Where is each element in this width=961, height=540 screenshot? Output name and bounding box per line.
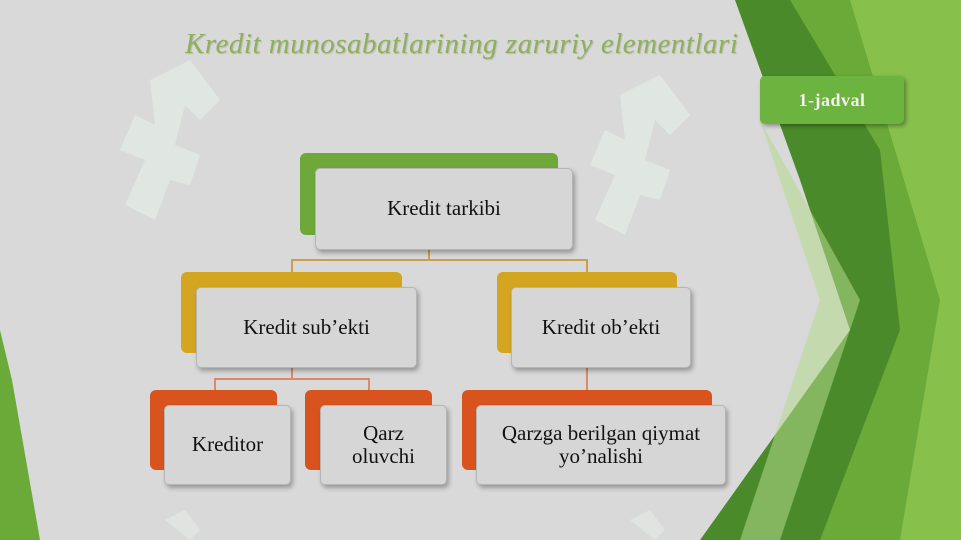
watermark-right [590,75,690,235]
watermark-left [120,60,220,220]
left-node: Kredit sub’ekti [196,287,417,368]
leaf-right: Qarzga berilgan qiymat yo’nalishi [476,405,726,485]
root-node: Kredit tarkibi [315,168,573,250]
connector-left-down [291,367,293,379]
leaf-left-2: Qarz oluvchi [320,405,447,485]
connector-right-down [586,367,588,391]
bg-decoration-left [0,330,40,540]
table-badge-label: 1-jadval [798,89,866,110]
connector-root-down [428,249,430,260]
bg-decoration-right-light [850,0,961,540]
slide-title: Kredit munosabatlarining zaruriy element… [185,28,739,60]
table-badge: 1-jadval [760,76,904,124]
bg-decoration-right-pale [740,120,860,540]
leaf-left-1: Kreditor [164,405,291,485]
watermark-bottom [165,510,665,540]
connector-to-leaf-1 [214,378,216,391]
connector-to-right [586,259,588,273]
connector-level3-left-horizontal [214,378,370,380]
connector-to-left [291,259,293,273]
right-node: Kredit ob’ekti [511,287,691,368]
connector-level2-horizontal [291,259,588,261]
connector-to-leaf-2 [368,378,370,391]
